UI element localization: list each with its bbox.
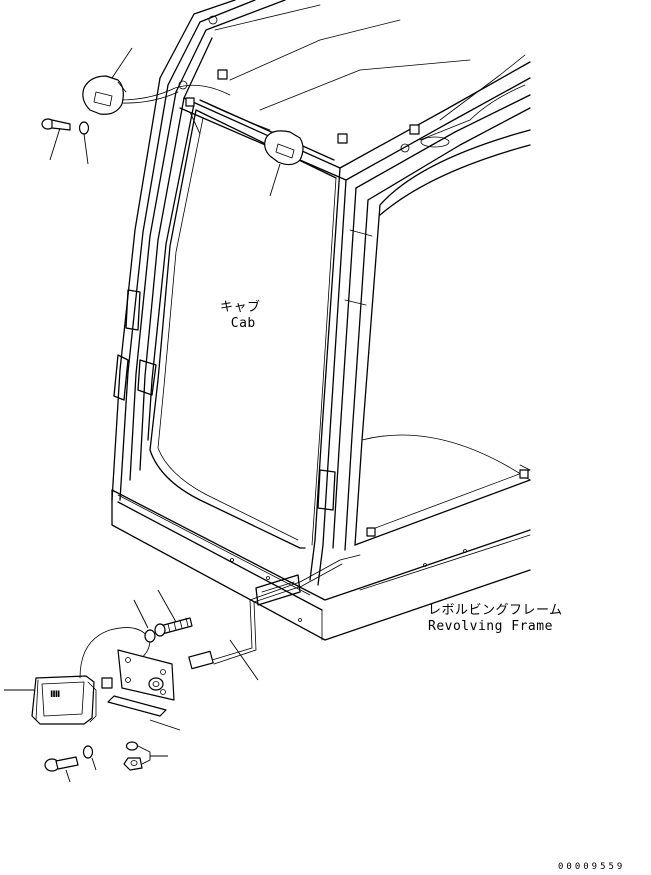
cab-frame bbox=[111, 0, 531, 586]
revolving-frame-label-en: Revolving Frame bbox=[428, 619, 553, 634]
cab-label-jp: キャブ bbox=[220, 300, 261, 315]
revolving-frame-label-jp: レボルビングフレーム bbox=[428, 603, 563, 618]
lamp-bracket bbox=[107, 649, 175, 717]
bolt-bottom-upper bbox=[154, 617, 193, 637]
washer-bottom-upper bbox=[144, 629, 156, 643]
callout-leaders bbox=[4, 47, 281, 783]
bolt-top-left bbox=[41, 118, 71, 131]
lamp-mark: IIII bbox=[50, 690, 60, 700]
cab-label: キャブ Cab bbox=[220, 300, 261, 332]
washer-bottom-left bbox=[82, 745, 94, 759]
frame-harness bbox=[188, 554, 361, 670]
work-lamp-cab bbox=[264, 130, 304, 166]
cab-harness bbox=[119, 84, 271, 131]
work-lamp-top-left bbox=[82, 75, 127, 115]
bolt-bottom-left bbox=[44, 756, 79, 772]
revolving-frame bbox=[111, 489, 531, 641]
work-lamp-bottom bbox=[31, 675, 97, 725]
cab-label-en: Cab bbox=[230, 316, 256, 331]
document-number: 00009559 bbox=[558, 862, 626, 872]
washer-top-left bbox=[78, 121, 90, 135]
washer-bottom bbox=[125, 741, 139, 751]
nut-bottom bbox=[123, 757, 143, 771]
revolving-frame-label: レボルビングフレーム Revolving Frame bbox=[428, 603, 563, 635]
connector-nut bbox=[148, 677, 164, 691]
grommet bbox=[101, 677, 113, 689]
